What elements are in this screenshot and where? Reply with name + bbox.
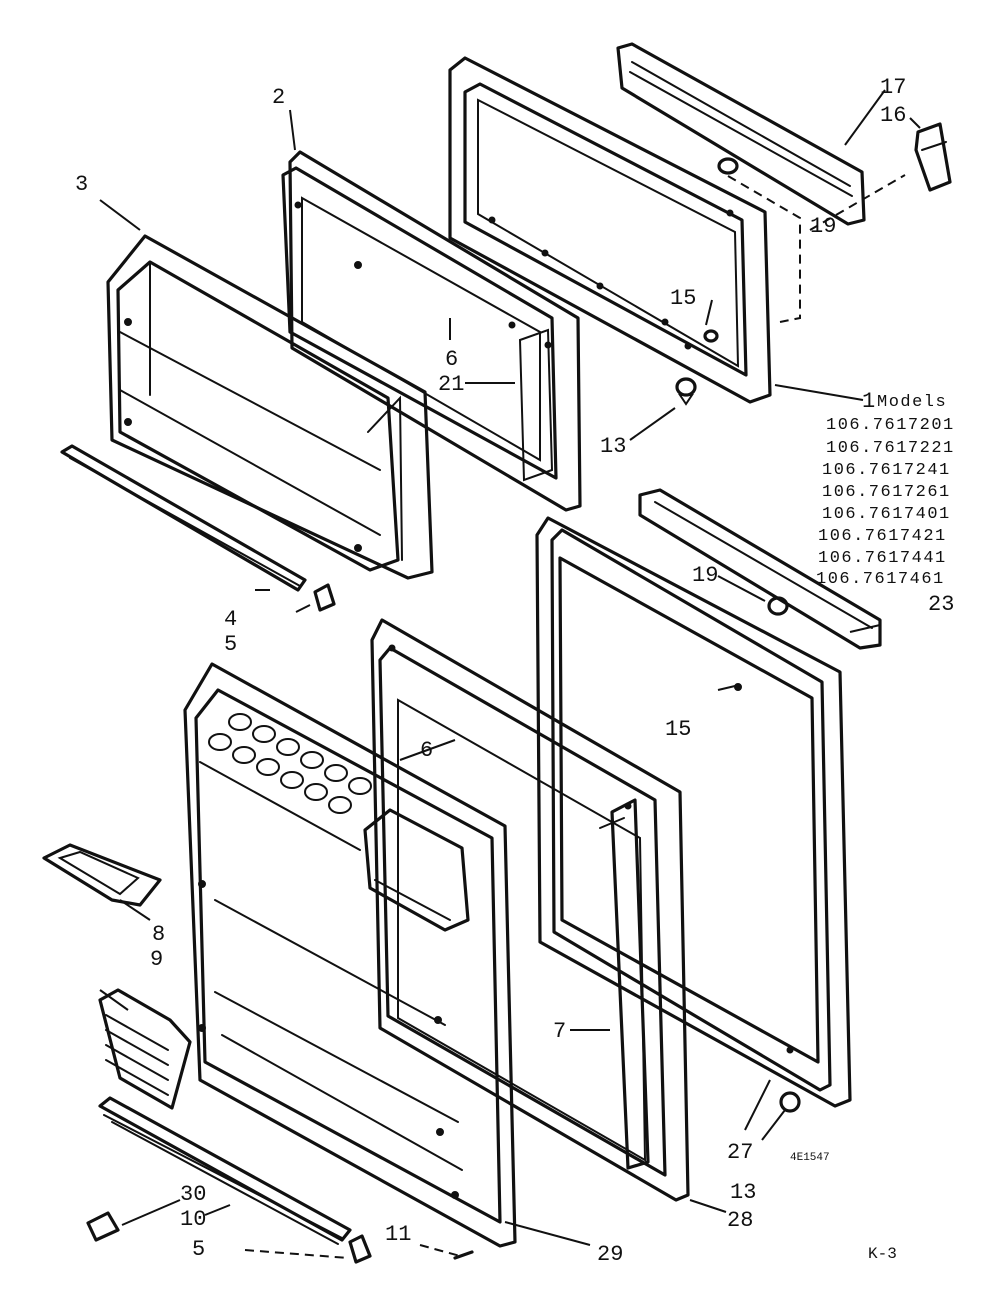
callout-1: 1: [862, 389, 875, 414]
callout-16: 16: [880, 103, 906, 128]
callout-29: 29: [597, 1242, 623, 1267]
fresh-food-door-liner: [370, 618, 690, 1202]
callout-labels: 2 3 17 16 19 15 6 21 13 1 4 5 19 23 15 6…: [75, 75, 954, 1267]
callout-15: 15: [670, 286, 696, 311]
callout-7: 7: [553, 1019, 566, 1044]
freezer-door-panel: [448, 56, 772, 404]
callout-3: 3: [75, 172, 88, 197]
dairy-compartment: [98, 988, 192, 1110]
model-number: 106.7617441: [818, 549, 947, 568]
callout-13b: 13: [730, 1180, 756, 1205]
callout-6b: 6: [420, 738, 433, 763]
freezer-door-trim: [60, 444, 336, 612]
freezer-door-liner: [281, 150, 582, 512]
bottom-door-trim: [98, 1096, 352, 1245]
callout-9: 9: [150, 947, 163, 972]
callout-6: 6: [445, 347, 458, 372]
models-heading: Models: [877, 393, 947, 412]
callout-15b: 15: [665, 717, 691, 742]
leader-lines: [99, 89, 921, 1259]
model-number: 106.7617401: [822, 505, 951, 524]
drawing-code: 4E1547: [790, 1152, 830, 1164]
upper-hinge-bracket: [616, 42, 952, 323]
callout-27: 27: [727, 1140, 753, 1165]
model-number: 106.7617201: [826, 416, 955, 435]
freezer-inner-door: [106, 234, 434, 580]
small-hardware: [86, 329, 801, 1264]
callout-4: 4: [224, 607, 237, 632]
callout-21: 21: [438, 372, 464, 397]
model-number: 106.7617461: [816, 570, 945, 589]
model-list: Models 106.7617201 106.7617221 106.76172…: [816, 393, 955, 589]
callout-28: 28: [727, 1208, 753, 1233]
fresh-food-door-panel: [535, 516, 852, 1108]
callout-11: 11: [385, 1222, 411, 1247]
callout-8: 8: [152, 922, 165, 947]
callout-19: 19: [810, 214, 836, 239]
callout-13: 13: [600, 434, 626, 459]
callout-5b: 5: [192, 1237, 205, 1262]
butter-compartment-door: [42, 843, 162, 907]
callout-5: 5: [224, 632, 237, 657]
callout-17: 17: [880, 75, 906, 100]
page-code: K-3: [868, 1245, 897, 1263]
callout-30: 30: [180, 1182, 206, 1207]
egg-tray: [208, 713, 372, 814]
fresh-food-inner-door: [183, 662, 517, 1248]
callout-10: 10: [180, 1207, 206, 1232]
callout-19b: 19: [692, 563, 718, 588]
model-number: 106.7617421: [818, 527, 947, 546]
model-number: 106.7617261: [822, 483, 951, 502]
middle-hinge-bracket: [638, 488, 882, 650]
model-number: 106.7617241: [822, 461, 951, 480]
model-number: 106.7617221: [826, 439, 955, 458]
callout-23: 23: [928, 592, 954, 617]
callout-2: 2: [272, 85, 285, 110]
